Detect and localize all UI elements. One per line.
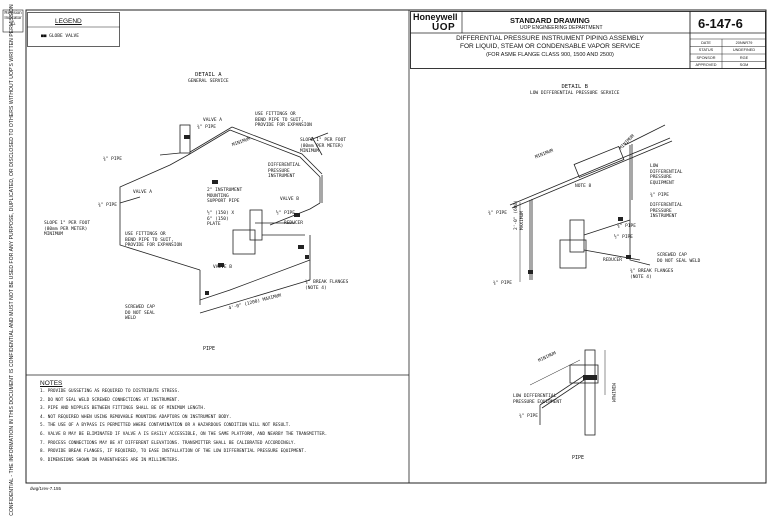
low-dp-equipment-c [569, 364, 599, 384]
label-plate: ½" (150) X 6" (150) PLATE [207, 211, 235, 227]
label-break-flanges-b: ¾" BREAK FLANGES (NOTE 4) [630, 269, 674, 280]
detail-a-heading: DETAIL A GENERAL SERVICE [188, 72, 229, 84]
label-pipe-34-f: ¾" PIPE [617, 224, 636, 229]
label-pipe-34-b: ¾" PIPE [103, 157, 122, 162]
note-item: 7. PROCESS CONNECTIONS MAY BE AT DIFFERE… [40, 440, 297, 446]
label-valve-a-2: VALVE A [133, 190, 152, 195]
confidential-sidebar: CONFIDENTIAL - THE INFORMATION IN THIS D… [3, 4, 21, 516]
label-use-fittings-b: USE FITTINGS OR BEND PIPE TO SUIT, PROVI… [125, 232, 182, 248]
detail-b-title: DETAIL B [561, 84, 588, 90]
title-line-3: (FOR ASME FLANGE CLASS 900, 1500 AND 250… [486, 52, 614, 58]
confidential-text: CONFIDENTIAL - THE INFORMATION IN THIS D… [9, 4, 15, 516]
note-item: 8. PROVIDE BREAK FLANGES, IF REQUIRED, T… [40, 449, 307, 455]
legend: LEGEND ■■ GLOBE VALVE [27, 12, 120, 47]
label-reducer-a: REDUCER [284, 221, 303, 226]
label-pipe-34: ¾" PIPE [197, 125, 216, 130]
label-valve-a: VALVE A [203, 118, 222, 123]
legend-item: ■■ GLOBE VALVE [41, 34, 79, 40]
title-line-1: DIFFERENTIAL PRESSURE INSTRUMENT PIPING … [456, 35, 644, 42]
footer-file: dwg/1rev-7.155 [30, 486, 62, 491]
label-low-dp-equipment-b: LOW DIFFERENTIAL PRESSURE EQUIPMENT [513, 394, 562, 405]
detail-a-caption: PIPE [203, 346, 216, 352]
title-block-frame [410, 11, 766, 69]
department-label: UOP ENGINEERING DEPARTMENT [520, 25, 603, 31]
label-slope-a: SLOPE 1" PER FOOT (80mm PER METER) MINIM… [300, 138, 347, 154]
label-pipe-12-b: ½" PIPE [614, 235, 633, 240]
notes-title: NOTES [40, 380, 63, 387]
label-vertical-dim: 2'-0" (600) MAXIMUM [514, 200, 525, 230]
note-item: 2. DO NOT SEAL WELD SCREWED CONNECTIONS … [40, 397, 180, 403]
detail-b-lower-drawing [529, 349, 606, 436]
label-screwed-cap-b: SCREWED CAP DO NOT SEAL WELD [657, 253, 701, 264]
note-item: 6. VALVE B MAY BE ELIMINATED IF VALVE A … [40, 431, 328, 437]
mounting-plate-a [232, 229, 256, 255]
brand-logo-top: Honeywell [413, 12, 458, 22]
legend-title: LEGEND [55, 18, 82, 25]
detail-a-title: DETAIL A [195, 72, 222, 78]
label-reducer-b: REDUCER [603, 258, 622, 263]
note-item: 1. PROVIDE GUSSETING AS REQUIRED TO DIST… [40, 389, 180, 394]
label-dp-instrument: DIFFERENTIAL PRESSURE INSTRUMENT [268, 163, 301, 179]
mounting-plate-b [559, 239, 587, 269]
label-pipe-12: ½" PIPE [276, 211, 295, 216]
note-item: 9. DIMENSIONS SHOWN IN PARENTHESES ARE I… [40, 457, 180, 463]
detail-b-subtitle: LOW DIFFERENTIAL PRESSURE SERVICE [530, 90, 620, 96]
revision-label: Revision Indicator [4, 10, 22, 20]
drawing-number: 6-147-6 [698, 16, 743, 31]
label-pipe-34-c: ¾" PIPE [98, 203, 117, 208]
drawing-sheet: Revision Indicator △ CONFIDENTIAL - THE … [2, 4, 767, 516]
label-minimum-d: MINIMUM [610, 383, 615, 402]
detail-b-drawing [509, 124, 673, 282]
warning-triangle-icon: △ [10, 20, 16, 26]
revision-indicator: Revision Indicator △ [4, 10, 22, 27]
sheet-frame [2, 9, 767, 484]
legend-frame [27, 12, 120, 47]
label-break-flanges-a: ¾" BREAK FLANGES (NOTE 4) [305, 280, 349, 291]
note-item: 5. THE USE OF A BYPASS IS PERMITTED WHER… [40, 423, 291, 429]
vertical-pipe-b [584, 349, 596, 436]
label-use-fittings: USE FITTINGS OR BEND PIPE TO SUIT, PROVI… [255, 112, 312, 128]
title-line-2: FOR LIQUID, STEAM OR CONDENSABLE VAPOR S… [460, 43, 640, 50]
note-item: 4. NOT REQUIRED WHEN USING REMOVABLE MOU… [40, 414, 232, 420]
label-slope-b: SLOPE 1" PER FOOT (80mm PER METER) MINIM… [44, 221, 91, 237]
note-item: 3. PIPE AND NIPPLES BETWEEN FITTINGS SHA… [40, 406, 206, 412]
detail-b-caption: PIPE [572, 455, 585, 461]
dp-instrument-a [249, 209, 263, 241]
label-pipe-34-e: ¾" PIPE [488, 211, 507, 216]
detail-a-drawing [119, 124, 329, 314]
label-screwed-cap-a: SCREWED CAP DO NOT SEAL WELD [125, 305, 155, 321]
label-dp-instrument-b: DIFFERENTIAL PRESSURE INSTRUMENT [650, 203, 683, 219]
label-pipe-34-h: ¾" PIPE [519, 414, 538, 419]
dp-instrument-b [569, 219, 585, 253]
globe-valve-icon: ■■ [41, 34, 47, 39]
standard-drawing-label: STANDARD DRAWING [510, 16, 590, 25]
detail-b-heading: DETAIL B LOW DIFFERENTIAL PRESSURE SERVI… [530, 84, 620, 96]
legend-item-label: GLOBE VALVE [49, 34, 79, 39]
label-low-dp-equipment: LOW DIFFERENTIAL PRESSURE EQUIPMENT [650, 164, 683, 186]
label-pipe-34-g: ¾" PIPE [493, 281, 512, 286]
label-valve-b-2: VALVE B [213, 265, 232, 270]
detail-a-subtitle: GENERAL SERVICE [188, 78, 229, 84]
label-valve-b: VALVE B [280, 197, 299, 202]
notes-section: NOTES 1. PROVIDE GUSSETING AS REQUIRED T… [40, 380, 327, 465]
title-block: Honeywell UOP STANDARD DRAWING UOP ENGIN… [410, 11, 766, 69]
drawing-title: DIFFERENTIAL PRESSURE INSTRUMENT PIPING … [410, 35, 690, 59]
label-instrument-support: 2" INSTRUMENT MOUNTING SUPPORT PIPE [207, 188, 243, 204]
low-dp-equipment-b [573, 145, 625, 179]
label-pipe-34-d: ¾" PIPE [650, 193, 669, 198]
label-note-8: NOTE 8 [575, 184, 592, 189]
brand-logo-bottom: UOP [432, 22, 456, 33]
